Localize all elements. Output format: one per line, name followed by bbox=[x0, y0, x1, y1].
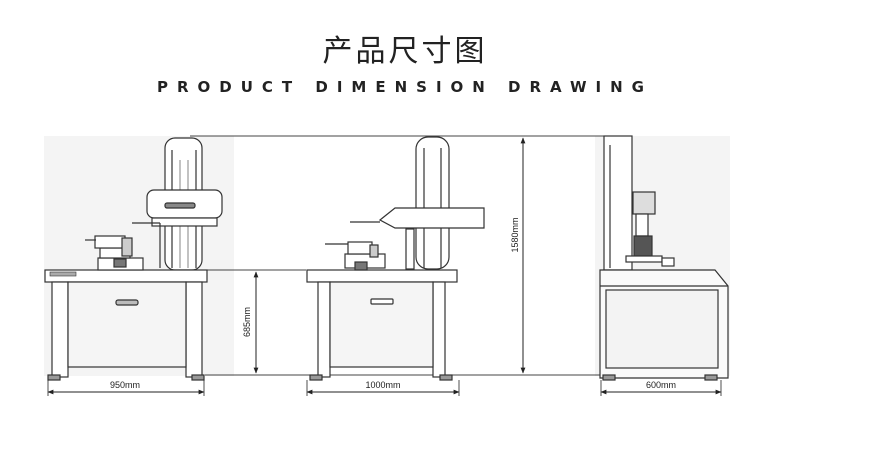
dim-label-600: 600mm bbox=[646, 380, 676, 390]
dim-label-950: 950mm bbox=[110, 380, 140, 390]
machine-middle bbox=[306, 136, 485, 381]
machine-right bbox=[599, 135, 729, 381]
dim-label-1000: 1000mm bbox=[365, 380, 400, 390]
page-title-cn: 产品尺寸图 bbox=[322, 34, 488, 69]
machine-left bbox=[44, 137, 223, 381]
dim-label-1580: 1580mm bbox=[510, 217, 520, 252]
dim-label-685: 685mm bbox=[242, 307, 252, 337]
page-title-en: PRODUCT DIMENSION DRAWING bbox=[157, 78, 653, 96]
